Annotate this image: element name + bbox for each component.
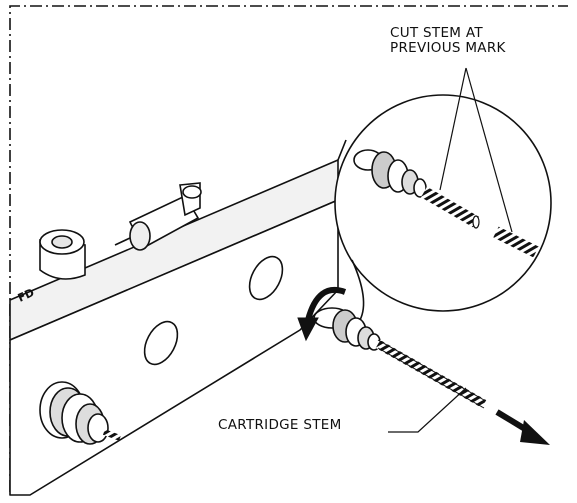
detail-cartridge bbox=[353, 149, 427, 198]
cartridge-assembly bbox=[313, 307, 381, 351]
cut-stem-label-line2: PREVIOUS MARK bbox=[390, 40, 506, 56]
plate-holes bbox=[143, 255, 284, 366]
pull-out-arrow bbox=[495, 409, 550, 445]
plate-marking: FD bbox=[16, 286, 37, 305]
plate-hole-2 bbox=[248, 255, 284, 301]
leader-lines bbox=[388, 67, 513, 433]
valve-body bbox=[39, 182, 202, 280]
cut-stem-label: CUT STEM AT PREVIOUS MARK bbox=[390, 26, 506, 56]
cartridge-stem-label: CARTRIDGE STEM bbox=[218, 417, 342, 433]
cartridge-stem bbox=[375, 340, 487, 408]
rotate-arrow bbox=[297, 287, 347, 342]
detail-stem-cut-piece bbox=[493, 226, 539, 258]
left-cartridge bbox=[39, 381, 122, 445]
detail-stem-remaining bbox=[421, 186, 479, 228]
cut-stem-label-line1: CUT STEM AT bbox=[390, 25, 483, 41]
detail-circle bbox=[334, 94, 552, 321]
plate-hole-1 bbox=[143, 320, 179, 366]
